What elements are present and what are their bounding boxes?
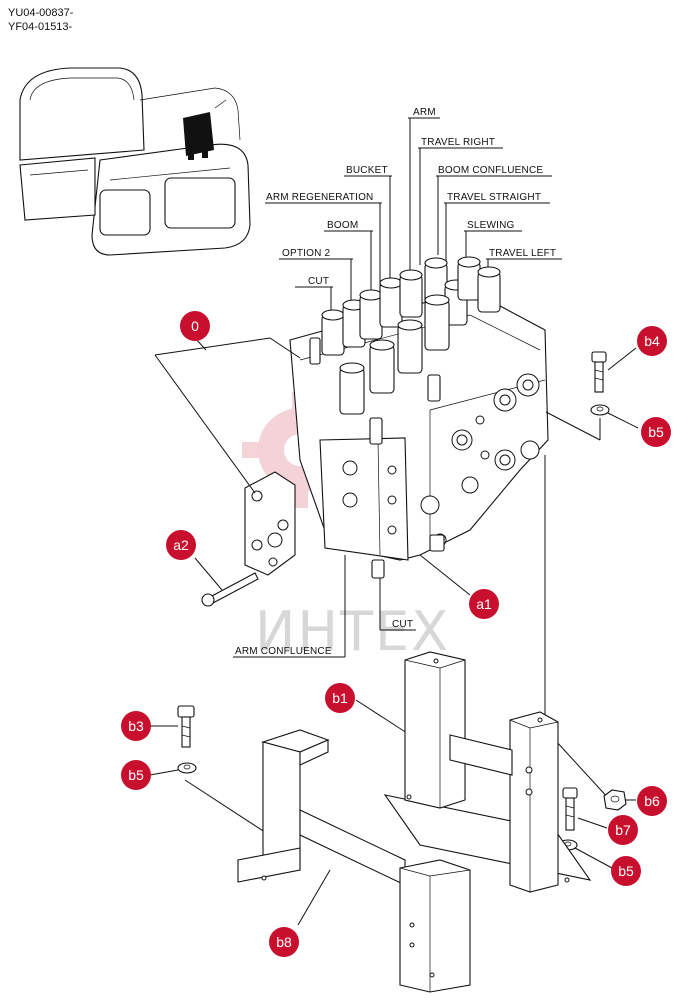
spool-caps	[321, 256, 501, 415]
excavator-locator-icon	[19, 67, 251, 256]
callout-b7-text: b7	[615, 822, 631, 838]
stand-b1	[383, 651, 592, 893]
callout-b3: b3	[121, 711, 151, 741]
label-arm-confluence: ARM CONFLUENCE	[235, 646, 332, 657]
bolt-b4	[591, 351, 607, 393]
callout-b3-text: b3	[128, 718, 144, 734]
washer-b5-left	[177, 762, 197, 774]
callout-0: 0	[180, 311, 210, 341]
nut-b6	[603, 789, 627, 811]
washer-b5-top	[590, 404, 610, 416]
label-boom: BOOM	[327, 220, 358, 231]
label-arm-regeneration: ARM REGENERATION	[266, 192, 373, 203]
label-travel-straight: TRAVEL STRAIGHT	[447, 192, 541, 203]
callout-a1-text: a1	[476, 596, 492, 612]
callout-b6-text: b6	[644, 793, 660, 809]
callout-b5-top-text: b5	[648, 424, 664, 440]
callout-b4: b4	[637, 326, 667, 356]
stand-b8	[237, 729, 471, 993]
control-valve-assembly	[289, 256, 549, 579]
label-arm: ARM	[413, 107, 436, 118]
label-travel-left: TRAVEL LEFT	[489, 248, 556, 259]
callout-b5-bottom: b5	[611, 856, 641, 886]
callout-b8-text: b8	[276, 934, 292, 950]
callout-a2: a2	[166, 530, 196, 560]
label-boom-confluence: BOOM CONFLUENCE	[438, 165, 543, 176]
bolt-a2	[201, 572, 259, 607]
callout-b8: b8	[269, 927, 299, 957]
label-travel-right: TRAVEL RIGHT	[421, 137, 495, 148]
doc-code-2: YF04-01513-	[8, 21, 73, 33]
callout-a2-text: a2	[173, 537, 189, 553]
callout-a1: a1	[469, 589, 499, 619]
document-codes: YU04-00837- YF04-01513-	[8, 6, 73, 34]
bolt-b3	[177, 705, 195, 748]
bolt-b7	[562, 787, 578, 831]
label-bucket: BUCKET	[346, 165, 388, 176]
doc-code-1: YU04-00837-	[8, 7, 74, 19]
callout-b5-left-text: b5	[128, 767, 144, 783]
label-leaders	[233, 117, 562, 658]
callout-b4-text: b4	[644, 333, 660, 349]
cover-plate	[244, 471, 296, 576]
label-cut-bottom: CUT	[392, 619, 413, 630]
label-option-2: OPTION 2	[282, 248, 331, 259]
callout-b5-bottom-text: b5	[618, 863, 634, 879]
callout-b5-top: b5	[641, 417, 671, 447]
watermark-text: ИНТЕХ	[255, 600, 450, 663]
callout-b1: b1	[325, 683, 355, 713]
callout-b6: b6	[637, 786, 667, 816]
callout-0-text: 0	[191, 318, 199, 334]
callout-b7: b7	[608, 815, 638, 845]
callout-b5-left: b5	[121, 760, 151, 790]
component-labels: ARM TRAVEL RIGHT BUCKET BOOM CONFLUENCE …	[235, 107, 556, 657]
callout-b1-text: b1	[332, 690, 348, 706]
callout-0-leader	[154, 337, 301, 494]
label-cut-top: CUT	[308, 276, 329, 287]
label-slewing: SLEWING	[467, 220, 515, 231]
